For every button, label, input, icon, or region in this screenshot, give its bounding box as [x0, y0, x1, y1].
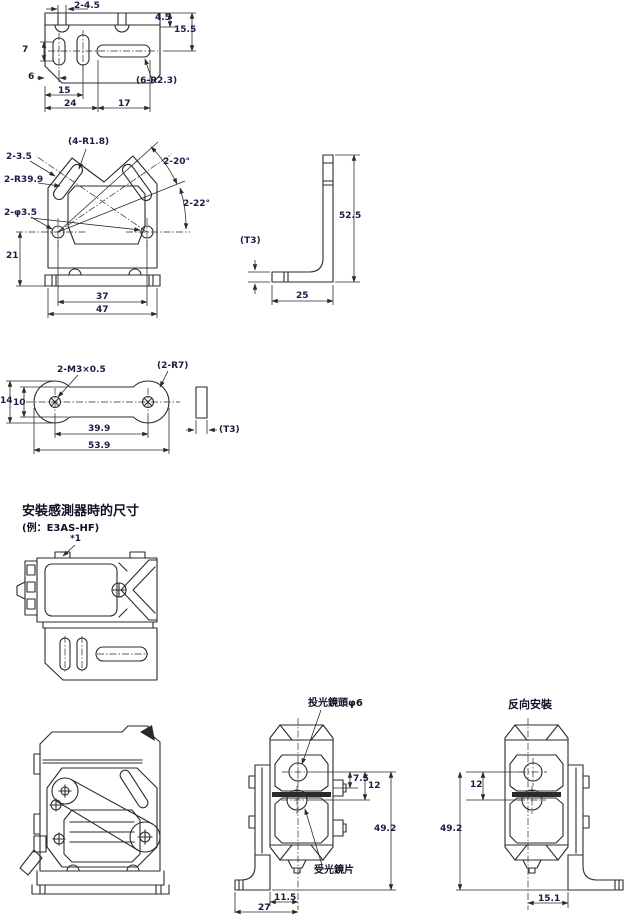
dim-label-25: 25 — [296, 291, 309, 301]
arm-view-drawing — [6, 370, 217, 454]
dim-label-7-5: 7.5 — [353, 774, 369, 784]
dim-label-49-2: 49.2 — [374, 824, 397, 834]
dim-label-arm-thickness: (T3) — [219, 425, 240, 435]
dim-label-17: 17 — [118, 99, 131, 109]
dim-label-15: 15 — [58, 86, 71, 96]
dim-label-49-2-rev: 49.2 — [440, 824, 463, 834]
mounted-top-view-drawing — [16, 544, 158, 681]
mounted-front-view-drawing — [234, 709, 396, 915]
reverse-mount-view-drawing — [456, 718, 624, 910]
panel-mounted-rear-view — [12, 722, 212, 918]
emitter-lens-label: 投光鏡頭φ6 — [308, 698, 363, 709]
panel-mounted-top-view: *1 — [15, 535, 210, 690]
bracket-front-view-drawing — [16, 141, 190, 318]
panel-plate-top-view: 2-4.5 4.5 15.5 7 6 (6-R2.3) 15 24 17 — [18, 0, 218, 115]
dim-label-52-5: 52.5 — [339, 211, 362, 221]
dim-label-angle-lower: 2-22° — [183, 199, 211, 209]
dim-label-27: 27 — [258, 903, 271, 913]
dim-label-15-5: 15.5 — [174, 25, 197, 35]
dim-label-angle-upper: 2-20° — [163, 157, 191, 167]
dim-label-37: 37 — [96, 292, 109, 302]
dim-label-14: 14 — [0, 396, 13, 406]
bracket-side-view-drawing — [248, 154, 360, 305]
dim-label-12-rev: 12 — [470, 780, 483, 790]
dim-label-holes: 2-φ3.5 — [4, 208, 37, 218]
receiver-lens-label: 受光鏡片 — [314, 865, 354, 876]
panel-mounted-front-view: 投光鏡頭φ6 7.5 12 49.2 受光鏡片 11.5 27 — [228, 698, 428, 918]
dim-note-radius: (6-R2.3) — [136, 76, 178, 86]
dim-label-7: 7 — [22, 45, 29, 55]
dim-label-15-1: 15.1 — [538, 894, 561, 904]
dim-label-6: 6 — [28, 72, 35, 82]
dim-label-53-9: 53.9 — [88, 441, 111, 451]
dim-label-4-5: 4.5 — [155, 13, 171, 23]
plate-top-view-drawing — [37, 5, 196, 112]
panel-reverse-mount-view: 反向安裝 12 49.2 15.1 — [438, 698, 628, 918]
dim-label-screws: 2-M3×0.5 — [57, 365, 106, 375]
panel-bracket-side-view: 52.5 (T3) 25 — [240, 133, 390, 318]
dim-label-24: 24 — [64, 99, 77, 109]
mounted-rear-view-drawing — [19, 725, 170, 895]
dim-label-12: 12 — [368, 781, 381, 791]
dim-label-slot-width: 2-4.5 — [74, 1, 100, 11]
dim-label-11-5: 11.5 — [274, 893, 297, 903]
dim-label-47: 47 — [96, 305, 109, 315]
dim-label-slot: 2-3.5 — [6, 152, 32, 162]
dim-label-39-9: 39.9 — [88, 424, 111, 434]
section-title: 安裝感測器時的尺寸 — [22, 504, 140, 519]
dim-label-10: 10 — [13, 398, 26, 408]
footnote-marker: *1 — [70, 534, 81, 544]
dim-note-fillet: (4-R1.8) — [68, 137, 110, 147]
reverse-mount-title: 反向安裝 — [508, 698, 552, 711]
panel-arm-view: 2-M3×0.5 (2-R7) 14 10 39.9 53.9 (T3) — [0, 358, 255, 468]
panel-bracket-front-view: (4-R1.8) 2-3.5 2-20° 2-R39.9 2-22° 2-φ3.… — [0, 128, 225, 328]
section-example: (例：E3AS-HF) — [22, 523, 100, 534]
dim-label-thickness: (T3) — [240, 236, 261, 246]
dim-label-21: 21 — [6, 251, 19, 261]
dim-note-radius: (2-R7) — [157, 361, 189, 371]
dim-note-arc: 2-R39.9 — [4, 175, 44, 185]
